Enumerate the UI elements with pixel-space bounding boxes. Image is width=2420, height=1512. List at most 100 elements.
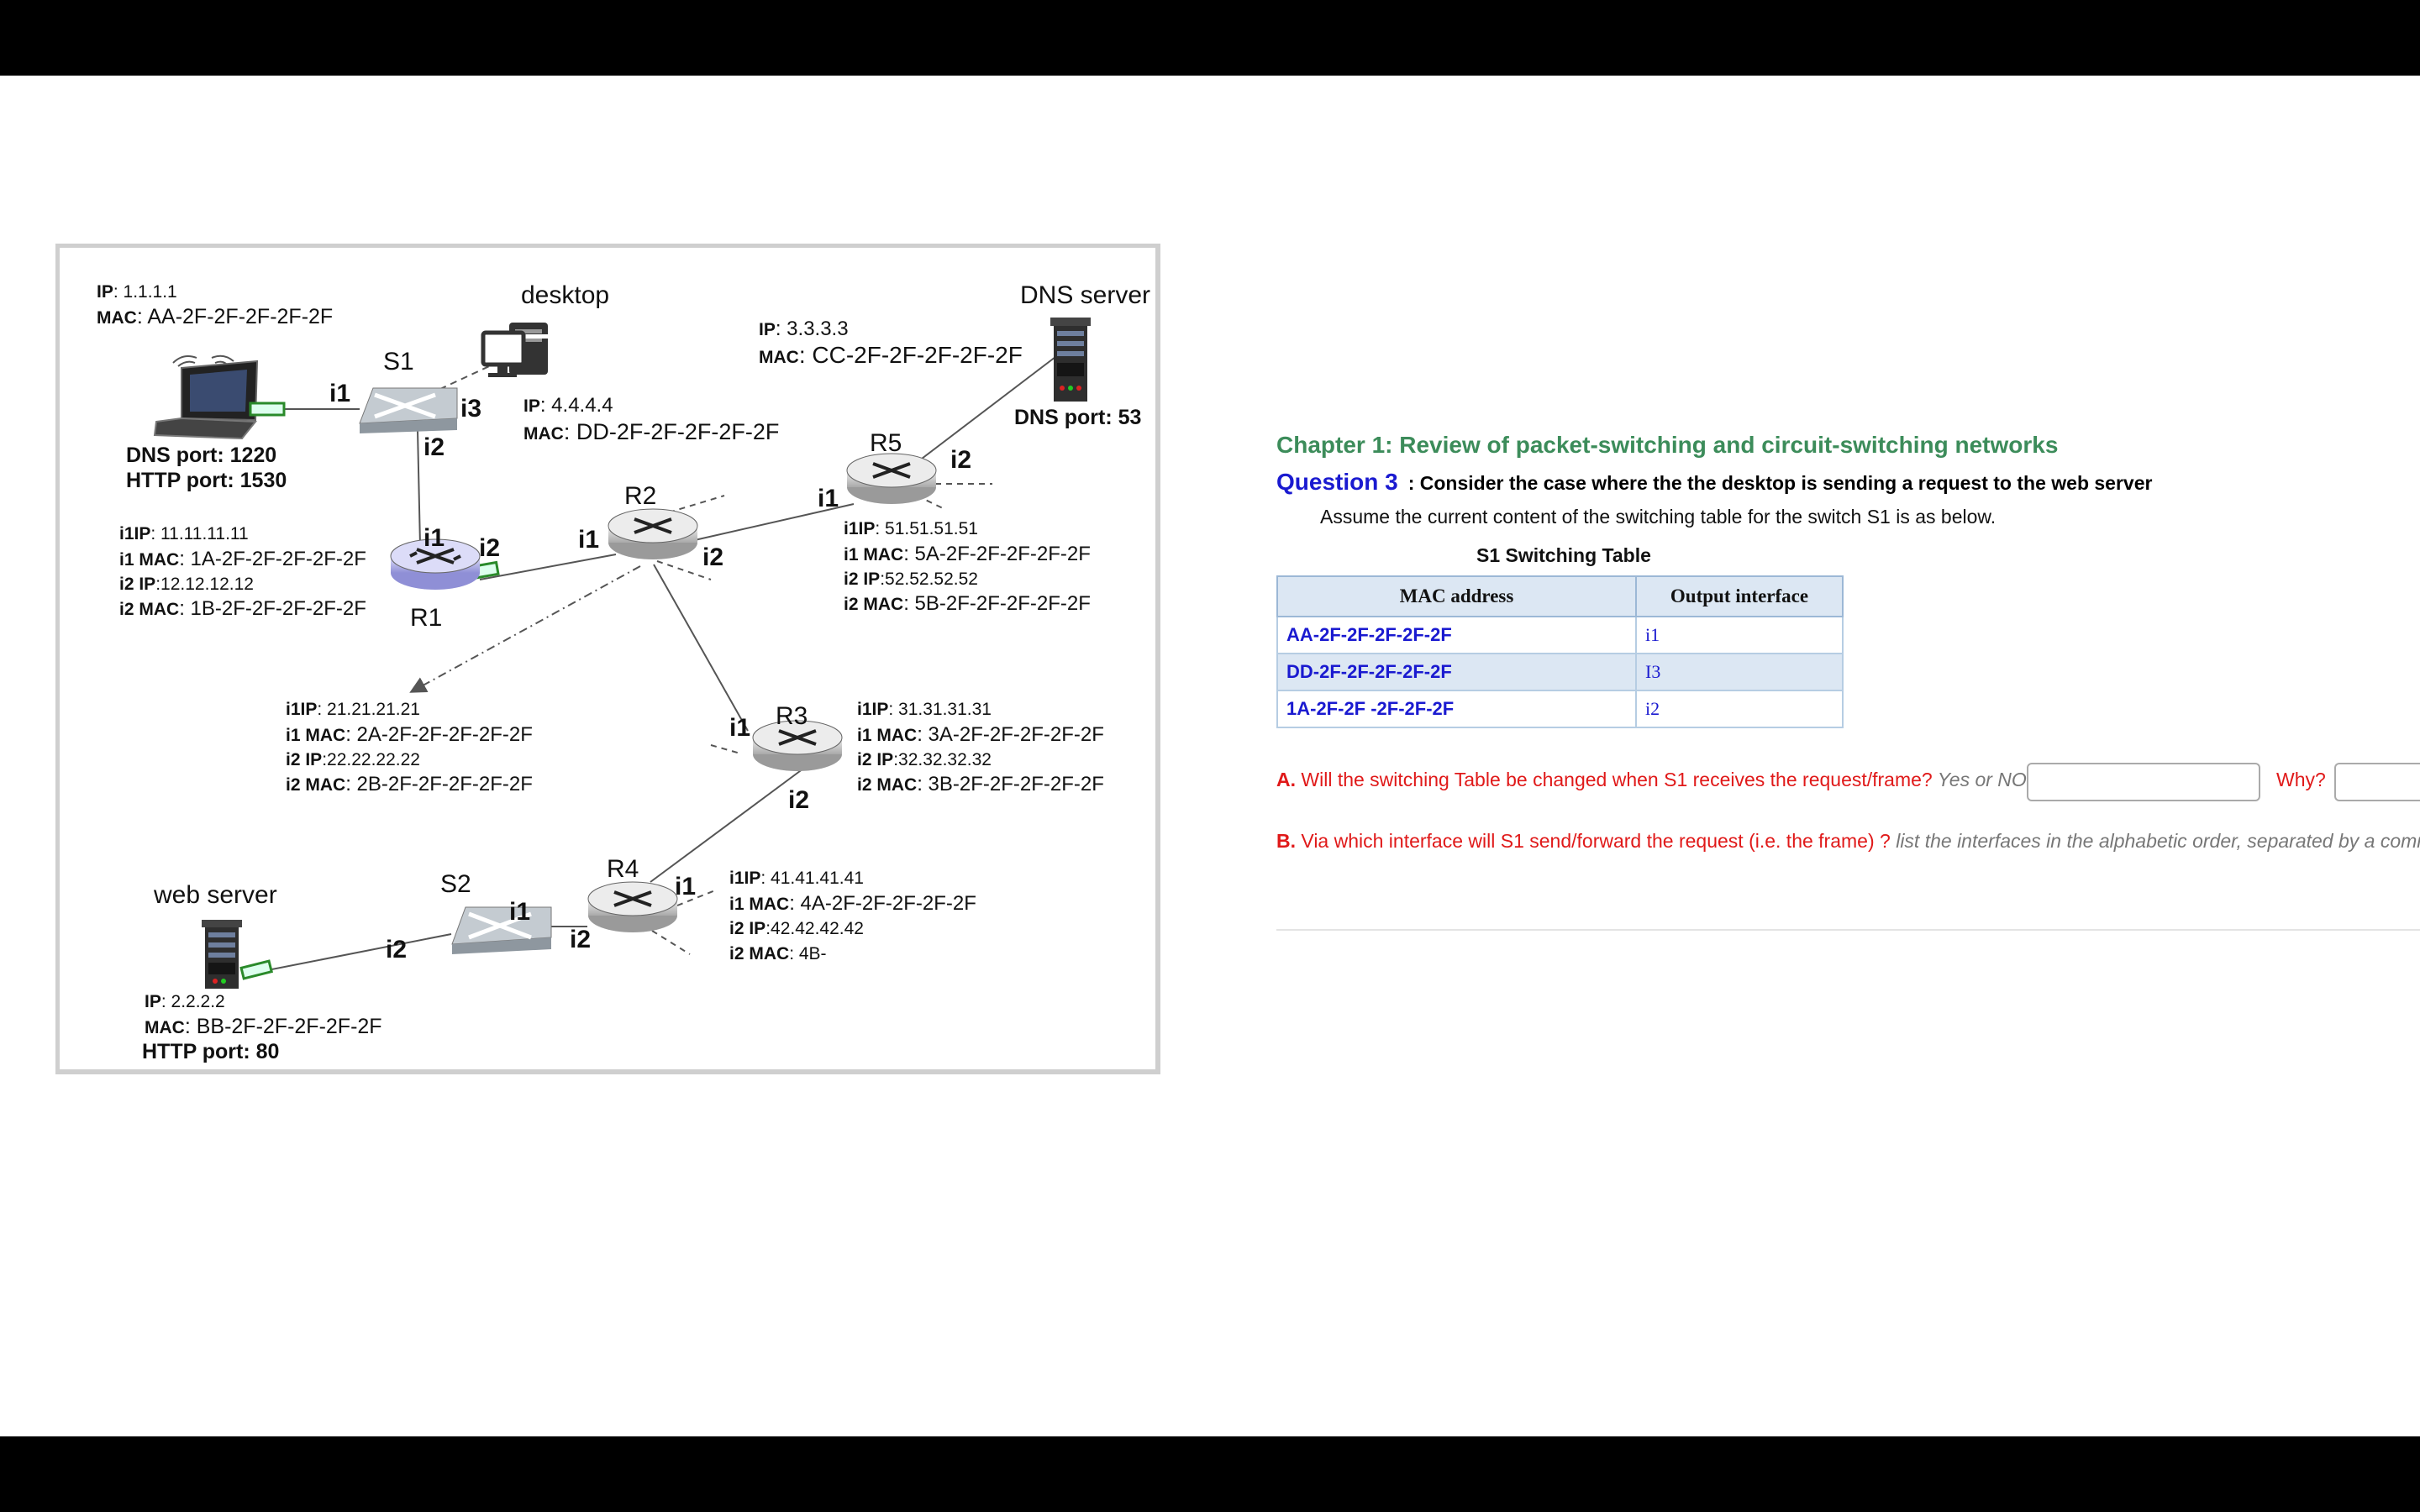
laptop-dns-port: DNS port: 1220 <box>126 444 276 467</box>
r4-label: R4 <box>607 855 639 883</box>
laptop-http-port: HTTP port: 1530 <box>126 469 287 492</box>
r1-l4-key: i2 MAC <box>119 600 179 619</box>
svg-text:MAC: DD-2F-2F-2F-2F-2F: MAC: DD-2F-2F-2F-2F-2F <box>523 419 779 444</box>
r2-l1-key: i1IP <box>286 700 317 719</box>
question-number: Question 3 <box>1276 469 1398 495</box>
question-a-letter: A. <box>1276 769 1296 790</box>
r2-l2-key: i1 MAC <box>286 726 345 745</box>
svg-text:i1 MAC: 3A-2F-2F-2F-2F-2F: i1 MAC: 3A-2F-2F-2F-2F-2F <box>857 723 1104 746</box>
r4-l3: :42.42.42.42 <box>765 919 864 938</box>
r1-i2-label: i2 <box>479 534 500 562</box>
r3-info: i1IP: 31.31.31.31 i1 MAC: 3A-2F-2F-2F-2F… <box>857 700 1104 795</box>
r2-info: i1IP: 21.21.21.21 i1 MAC: 2A-2F-2F-2F-2F… <box>286 700 533 795</box>
dns-mac-key: MAC <box>759 348 799 367</box>
r1-l3-key: i2 IP <box>119 575 155 594</box>
r4-l2: : 4A-2F-2F-2F-2F-2F <box>789 892 976 915</box>
dns-ip-key: IP <box>759 320 776 339</box>
r5-l2: : 5A-2F-2F-2F-2F-2F <box>903 543 1091 565</box>
svg-text:IP: 3.3.3.3: IP: 3.3.3.3 <box>759 318 849 340</box>
question-b-text: Via which interface will S1 send/forward… <box>1296 830 1891 852</box>
row-output: i2 <box>1635 690 1844 728</box>
r3-l2-key: i1 MAC <box>857 726 917 745</box>
r4-l3-key: i2 IP <box>729 919 765 938</box>
r5-info: i1IP: 51.51.51.51 i1 MAC: 5A-2F-2F-2F-2F… <box>844 519 1091 615</box>
r1-l1: : 11.11.11.11 <box>150 524 248 543</box>
col-mac-header: MAC address <box>1276 575 1637 617</box>
r1-l1-key: i1IP <box>119 524 150 543</box>
dns-server-label: DNS server <box>1020 281 1150 309</box>
web-http-port: HTTP port: 80 <box>142 1040 279 1063</box>
r2-i2-label: i2 <box>702 543 723 571</box>
svg-text:IP: 1.1.1.1: IP: 1.1.1.1 <box>97 282 177 302</box>
svg-text:i2 IP:32.32.32.32: i2 IP:32.32.32.32 <box>857 750 992 769</box>
web-ip: : 2.2.2.2 <box>161 992 225 1011</box>
top-black-bar <box>0 0 2420 76</box>
r2-l3-key: i2 IP <box>286 750 322 769</box>
answer-a-input[interactable] <box>2027 763 2260 801</box>
svg-text:MAC: AA-2F-2F-2F-2F-2F: MAC: AA-2F-2F-2F-2F-2F <box>97 305 333 328</box>
question-text: : Consider the case where the the deskto… <box>1407 472 2153 494</box>
r3-l1-key: i1IP <box>857 700 888 719</box>
row-mac: DD-2F-2F-2F-2F-2F <box>1276 653 1637 691</box>
desktop-info: IP: 4.4.4.4 MAC: DD-2F-2F-2F-2F-2F <box>523 394 779 444</box>
svg-text:i2 MAC: 4B-: i2 MAC: 4B- <box>729 944 827 963</box>
svg-text:IP: 4.4.4.4: IP: 4.4.4.4 <box>523 394 613 417</box>
table-title: S1 Switching Table <box>1476 544 1651 566</box>
r3-i2-label: i2 <box>788 786 809 814</box>
r3-l4: : 3B-2F-2F-2F-2F-2F <box>917 773 1104 795</box>
question-a-text: Will the switching Table be changed when… <box>1296 769 1933 790</box>
r3-label: R3 <box>776 702 808 730</box>
svg-text:i1IP: 31.31.31.31: i1IP: 31.31.31.31 <box>857 700 992 719</box>
svg-text:i1 MAC: 2A-2F-2F-2F-2F-2F: i1 MAC: 2A-2F-2F-2F-2F-2F <box>286 723 533 746</box>
desktop-ip-key: IP <box>523 396 540 416</box>
network-diagram: desktop DNS server web server S1 S2 R1 R… <box>55 244 1160 1074</box>
web-ip-key: IP <box>145 992 161 1011</box>
web-mac: : BB-2F-2F-2F-2F-2F <box>185 1015 382 1038</box>
r5-l4-key: i2 MAC <box>844 595 903 614</box>
r3-l2: : 3A-2F-2F-2F-2F-2F <box>917 723 1104 746</box>
dns-info: IP: 3.3.3.3 MAC: CC-2F-2F-2F-2F-2F <box>759 318 1023 368</box>
svg-text:IP: 2.2.2.2: IP: 2.2.2.2 <box>145 992 225 1011</box>
question-line: Question 3 : Consider the case where the … <box>1276 469 2152 496</box>
r1-l4: : 1B-2F-2F-2F-2F-2F <box>179 597 366 620</box>
svg-text:i2 MAC: 2B-2F-2F-2F-2F-2F: i2 MAC: 2B-2F-2F-2F-2F-2F <box>286 773 533 795</box>
svg-text:MAC: BB-2F-2F-2F-2F-2F: MAC: BB-2F-2F-2F-2F-2F <box>145 1015 382 1038</box>
table-header-row: MAC address Output interface <box>1276 575 1844 617</box>
s1-i3-label: i3 <box>460 395 481 423</box>
svg-text:i2 MAC: 5B-2F-2F-2F-2F-2F: i2 MAC: 5B-2F-2F-2F-2F-2F <box>844 592 1091 615</box>
r4-i2-label: i2 <box>570 926 591 953</box>
why-input[interactable] <box>2334 763 2420 801</box>
r2-l4: : 2B-2F-2F-2F-2F-2F <box>345 773 533 795</box>
r3-i1-label: i1 <box>729 714 750 742</box>
r4-info: i1IP: 41.41.41.41 i1 MAC: 4A-2F-2F-2F-2F… <box>729 869 976 963</box>
assumption-text: Assume the current content of the switch… <box>1320 506 1996 528</box>
r1-label: R1 <box>410 604 442 632</box>
r1-l2-key: i1 MAC <box>119 550 179 570</box>
dns-ip: : 3.3.3.3 <box>776 318 849 340</box>
r4-i1-label: i1 <box>675 873 696 900</box>
r2-label: R2 <box>624 482 656 510</box>
router-r5 <box>846 453 937 504</box>
table-row: DD-2F-2F-2F-2F-2F I3 <box>1276 653 1844 691</box>
dns-mac: : CC-2F-2F-2F-2F-2F <box>799 342 1023 368</box>
s2-i1-label: i1 <box>509 898 530 926</box>
r5-l1-key: i1IP <box>844 519 875 538</box>
desktop-label: desktop <box>521 281 609 309</box>
router-r1 <box>390 538 481 590</box>
r5-l2-key: i1 MAC <box>844 545 903 564</box>
laptop-icon <box>153 354 286 440</box>
switch-s1 <box>359 387 458 433</box>
laptop-ip-key: IP <box>97 282 113 302</box>
r2-l1: : 21.21.21.21 <box>317 700 420 719</box>
question-b: B. Via which interface will S1 send/forw… <box>1276 830 2420 853</box>
dns-server-icon <box>1050 318 1091 402</box>
r2-l2: : 2A-2F-2F-2F-2F-2F <box>345 723 533 746</box>
r2-l3: :22.22.22.22 <box>322 750 420 769</box>
r5-l4: : 5B-2F-2F-2F-2F-2F <box>903 592 1091 615</box>
svg-text:i2 MAC: 1B-2F-2F-2F-2F-2F: i2 MAC: 1B-2F-2F-2F-2F-2F <box>119 597 366 620</box>
laptop-mac-key: MAC <box>97 308 137 328</box>
s2-label: S2 <box>440 870 471 898</box>
r5-i1-label: i1 <box>818 485 839 512</box>
r5-label: R5 <box>870 429 902 457</box>
r1-l2: : 1A-2F-2F-2F-2F-2F <box>179 548 366 570</box>
